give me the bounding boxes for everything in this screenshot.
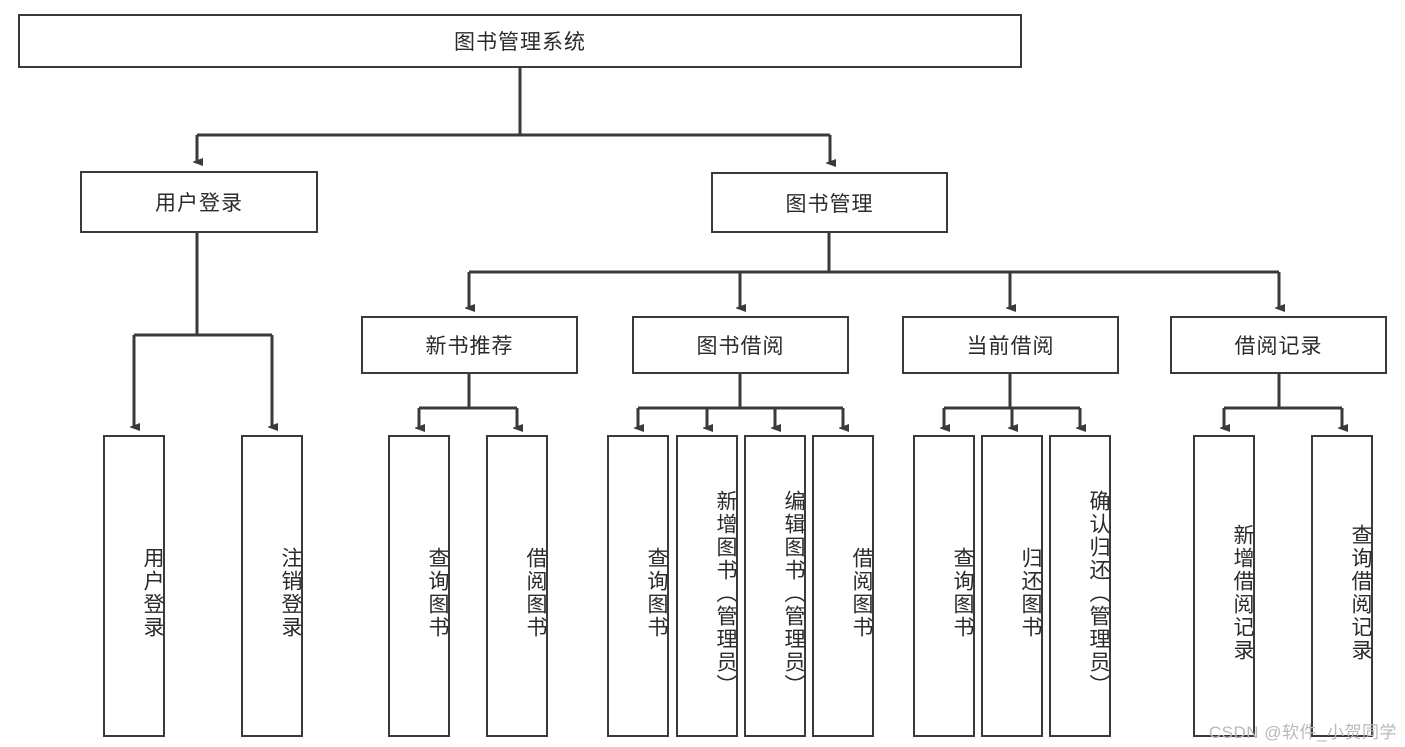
leaf-borrow-book-2[interactable]: 借阅图书: [812, 435, 874, 737]
leaf-edit-book[interactable]: 编辑图书（管理员）: [744, 435, 806, 737]
leaf-user-login-label: 用户登录: [141, 547, 164, 639]
node-user-login-label: 用户登录: [155, 192, 243, 215]
leaf-query-book-3[interactable]: 查询图书: [913, 435, 975, 737]
node-user-login[interactable]: 用户登录: [80, 171, 318, 233]
leaf-query-book-2[interactable]: 查询图书: [607, 435, 669, 737]
node-current-borrow-label: 当前借阅: [966, 335, 1055, 358]
csdn-watermark: CSDN @软件_小贺同学: [1208, 723, 1397, 742]
node-current-borrow[interactable]: 当前借阅: [902, 316, 1119, 374]
leaf-query-record-label: 查询借阅记录: [1349, 524, 1372, 662]
node-root[interactable]: 图书管理系统: [18, 14, 1022, 68]
leaf-borrow-book-1-label: 借阅图书: [524, 547, 547, 639]
node-borrow-record-label: 借阅记录: [1234, 335, 1323, 358]
leaf-query-book-1[interactable]: 查询图书: [388, 435, 450, 737]
node-new-book-rec[interactable]: 新书推荐: [361, 316, 578, 374]
leaf-add-record-label: 新增借阅记录: [1231, 524, 1254, 662]
leaf-confirm-return-label: 确认归还（管理员）: [1087, 489, 1110, 697]
node-root-label: 图书管理系统: [454, 31, 586, 54]
leaf-return-book-label: 归还图书: [1019, 547, 1042, 639]
node-book-manage[interactable]: 图书管理: [711, 172, 948, 233]
node-book-manage-label: 图书管理: [785, 192, 874, 216]
leaf-query-book-2-label: 查询图书: [645, 547, 668, 639]
leaf-add-book[interactable]: 新增图书（管理员）: [676, 435, 738, 737]
node-new-book-rec-label: 新书推荐: [425, 335, 514, 358]
leaf-query-book-1-label: 查询图书: [426, 547, 449, 639]
node-borrow-record[interactable]: 借阅记录: [1170, 316, 1387, 374]
leaf-borrow-book-1[interactable]: 借阅图书: [486, 435, 548, 737]
leaf-confirm-return[interactable]: 确认归还（管理员）: [1049, 435, 1111, 737]
leaf-add-book-label: 新增图书（管理员）: [714, 489, 737, 697]
leaf-return-book[interactable]: 归还图书: [981, 435, 1043, 737]
node-book-borrow[interactable]: 图书借阅: [632, 316, 849, 374]
node-book-borrow-label: 图书借阅: [696, 335, 785, 358]
leaf-user-logout[interactable]: 注销登录: [241, 435, 303, 737]
leaf-user-logout-label: 注销登录: [279, 547, 302, 639]
leaf-query-record[interactable]: 查询借阅记录: [1311, 435, 1373, 737]
leaf-add-record[interactable]: 新增借阅记录: [1193, 435, 1255, 737]
leaf-borrow-book-2-label: 借阅图书: [850, 547, 873, 639]
leaf-edit-book-label: 编辑图书（管理员）: [782, 489, 805, 697]
leaf-query-book-3-label: 查询图书: [951, 547, 974, 639]
leaf-user-login[interactable]: 用户登录: [103, 435, 165, 737]
